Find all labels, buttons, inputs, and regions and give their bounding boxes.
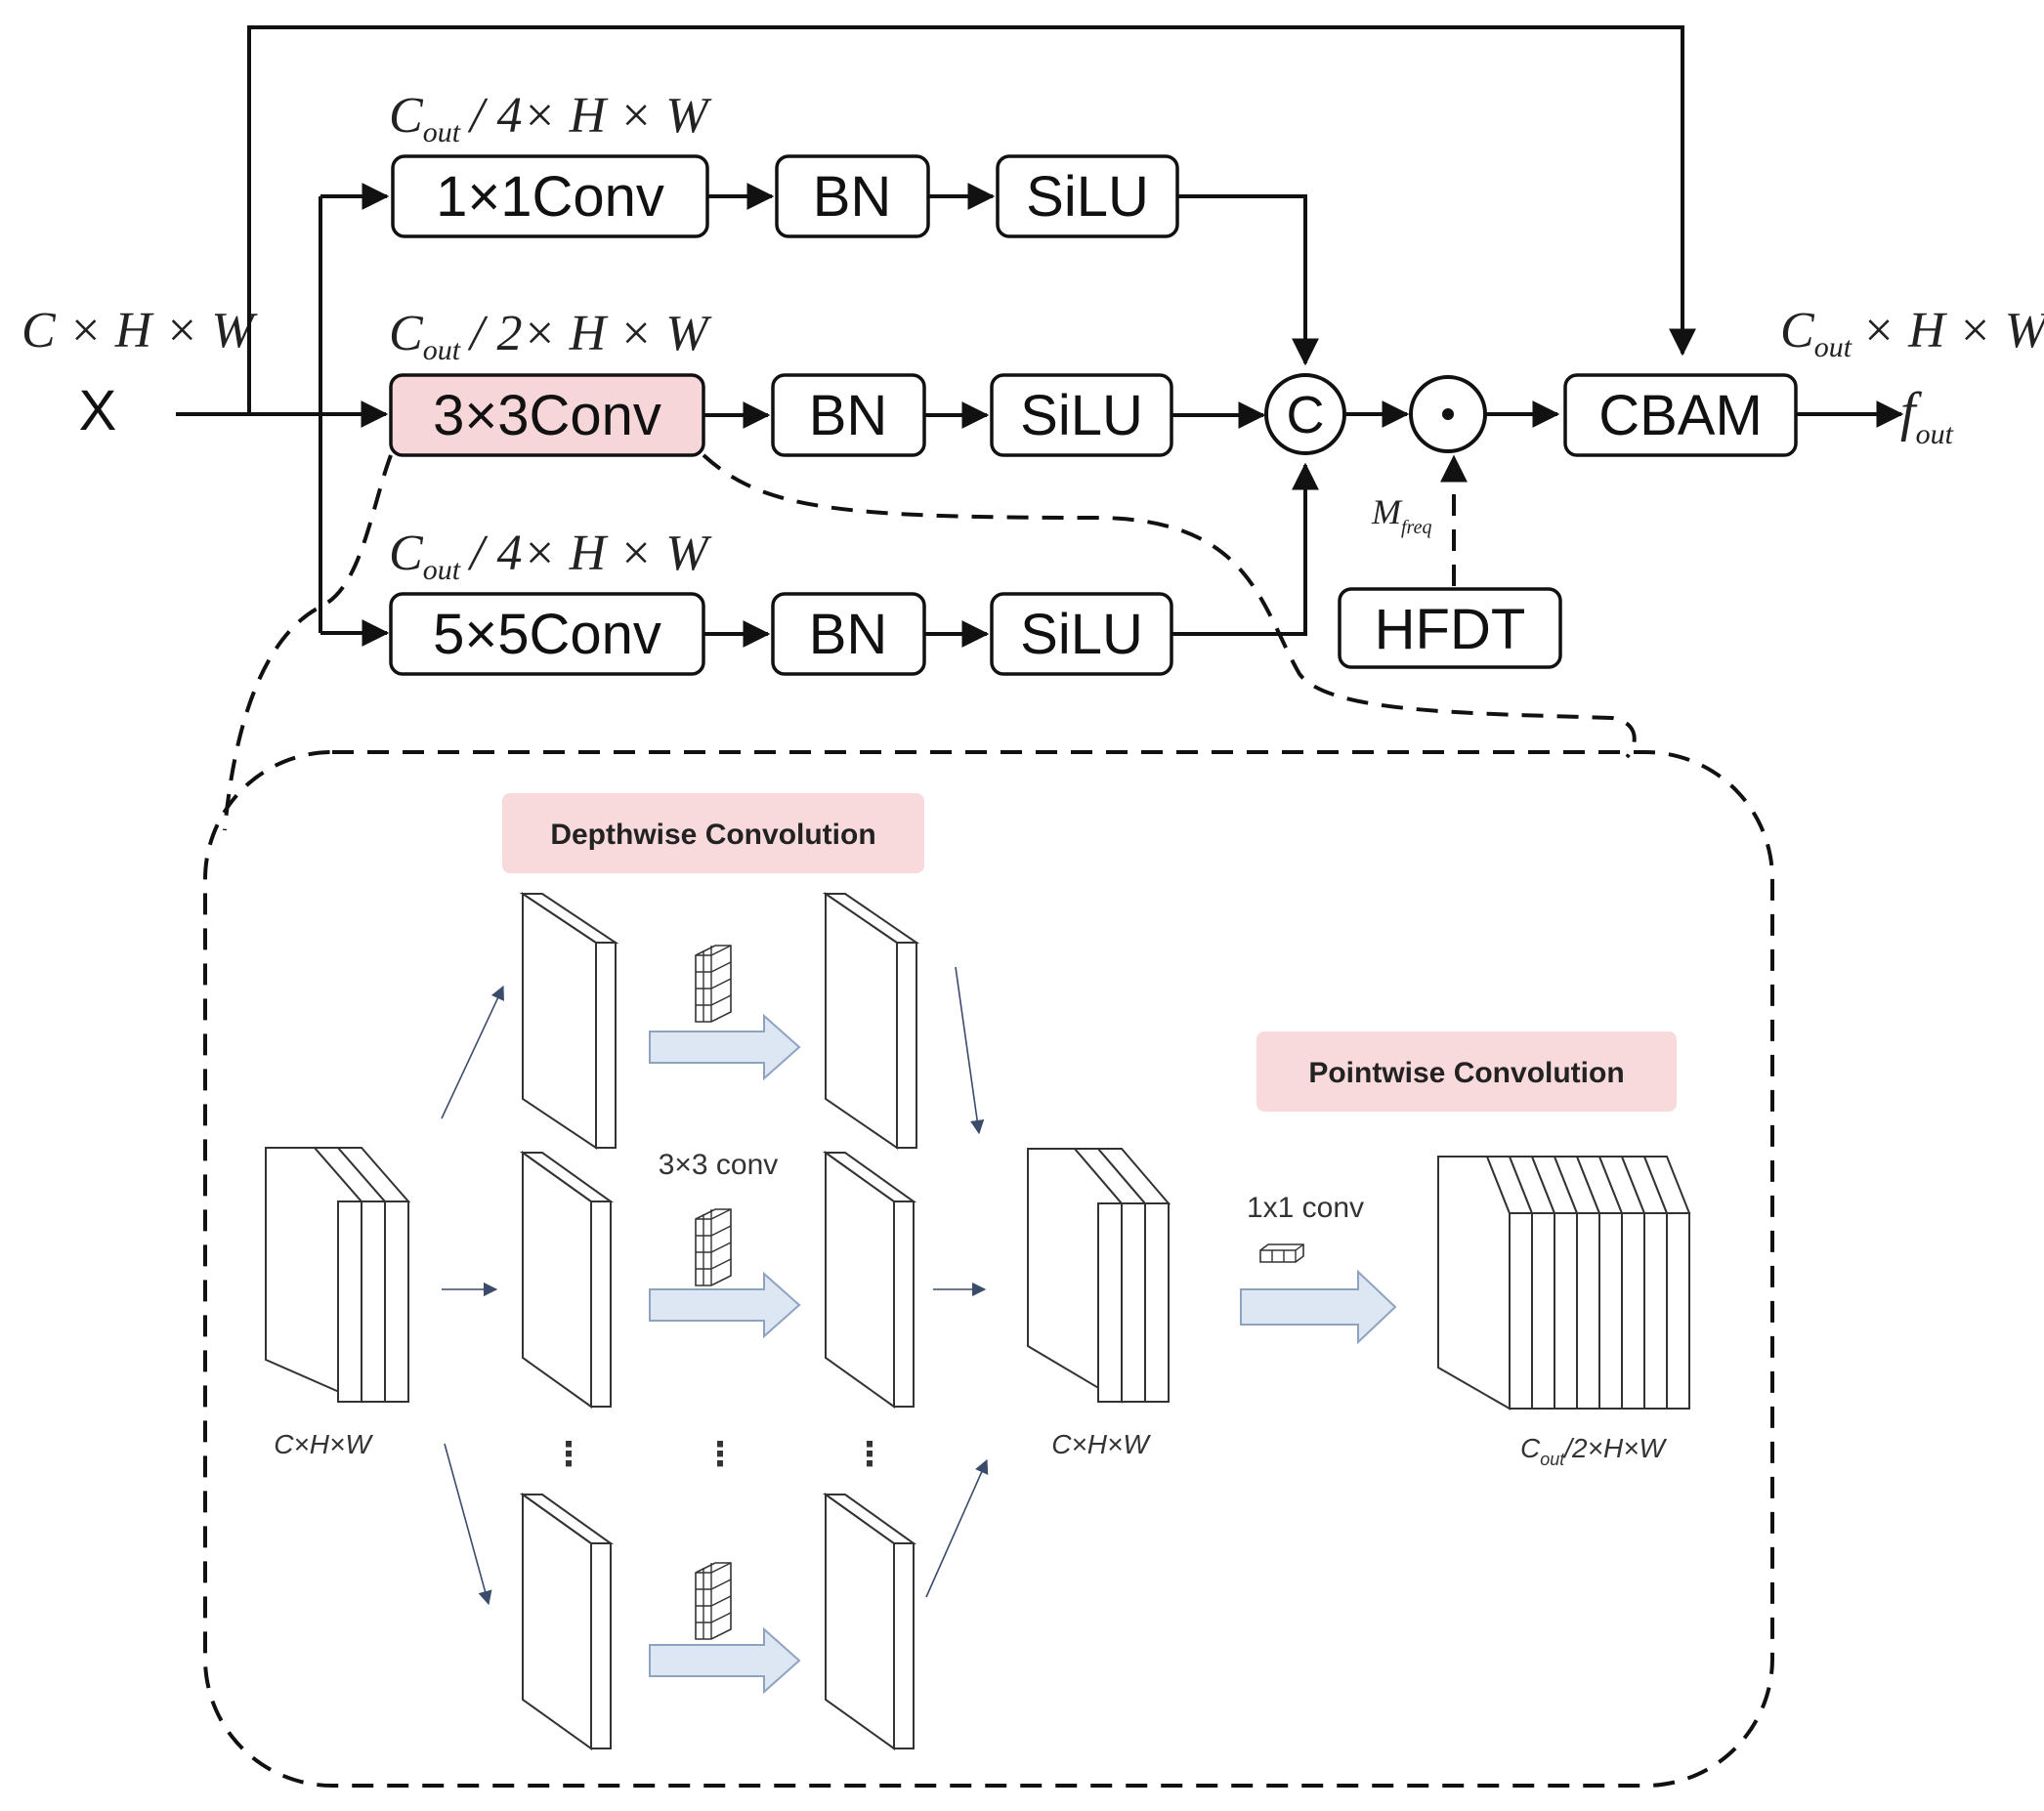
branch-5x5: Cout/ 4× H × W 5×5Conv BN SiLU: [389, 462, 1319, 676]
kernel-icons: [695, 945, 732, 1640]
output-slab-front: [1643, 1212, 1668, 1410]
input-dim-label: C × H × W: [21, 303, 258, 358]
output-slab-front: [1554, 1212, 1578, 1410]
output-symbol: fout: [1900, 382, 1954, 450]
conv-1x1-label: 1×1Conv: [436, 165, 664, 229]
dw-fat-arrow-3: [649, 1626, 801, 1695]
silu-3-label: SiLU: [1020, 603, 1143, 666]
branch-1-dim-label: Cout/ 4× H × W: [389, 88, 712, 148]
pw-kernel-icon: [1259, 1243, 1304, 1263]
dw-fat-arrow-1: [649, 1013, 801, 1081]
dw-fat-arrow-2: [649, 1271, 801, 1339]
main-pipeline: C × H × W X Cout/ 4× H × W 1×1Conv BN Si…: [21, 25, 2044, 676]
branch-3x3: Cout/ 2× H × W 3×3Conv BN SiLU: [389, 306, 1266, 457]
branch-2-dim-label: Cout/ 2× H × W: [389, 306, 712, 366]
output-slab-front: [1666, 1212, 1690, 1410]
vdots-3: ⋮: [853, 1435, 886, 1474]
residual-skip-arrow: [247, 25, 1696, 414]
branch-3-dim-label: Cout/ 4× H × W: [389, 526, 712, 586]
mid-tensor-dim: C×H×W: [1051, 1429, 1151, 1459]
merge-arrow-top: [955, 966, 985, 1135]
cbam-label: CBAM: [1598, 384, 1763, 447]
hfdt-box: [1338, 587, 1562, 669]
silu-2-label: SiLU: [1020, 384, 1143, 447]
output-dim-label: Cout× H × W: [1780, 303, 2044, 363]
vdots-1: ⋮: [552, 1435, 585, 1474]
output-tensor-dim: Cout/2×H×W: [1520, 1433, 1668, 1469]
callout-frame: [203, 750, 1774, 1788]
conv-3x3-label: 3×3Conv: [433, 384, 661, 447]
callout-right-connector: [702, 453, 1637, 759]
arrow-silu-3-to-concat: [1171, 462, 1319, 636]
input-symbol: X: [79, 379, 117, 442]
branch-1x1: Cout/ 4× H × W 1×1Conv BN SiLU: [389, 88, 1319, 366]
callout-left-connector: [223, 454, 393, 831]
output-slab-front: [1509, 1212, 1533, 1410]
output-slab-front: [1621, 1212, 1645, 1410]
output-slab-front: [1598, 1212, 1623, 1410]
pointwise-badge: [1256, 1032, 1677, 1112]
bn-2-label: BN: [809, 384, 888, 447]
mult-dot-icon: [1442, 408, 1454, 420]
depthwise-separable-detail: Depthwise Convolution Pointwise Convolut…: [265, 793, 1691, 1750]
silu-1-label: SiLU: [1026, 165, 1149, 229]
output-slab-front: [1576, 1212, 1600, 1410]
input-tensor-dim: C×H×W: [274, 1429, 373, 1459]
bn-3-label: BN: [809, 603, 888, 666]
pw-fat-arrow: [1240, 1269, 1397, 1345]
conv-5x5-label: 5×5Conv: [433, 603, 661, 666]
pointwise-title: Pointwise Convolution: [1308, 1057, 1624, 1089]
mid-tensor: [1027, 1148, 1171, 1404]
concat-symbol: C: [1287, 386, 1325, 444]
vdots-2: ⋮: [703, 1435, 737, 1474]
output-slab-front: [1531, 1212, 1555, 1410]
pw-kernel-label: 1x1 conv: [1247, 1192, 1364, 1224]
fanout-arrow-bottom: [444, 1443, 492, 1606]
merge-arrow-bottom: [925, 1458, 989, 1598]
dw-output-channels: [822, 892, 920, 1750]
depthwise-badge: [502, 793, 924, 873]
dw-input-channels: [519, 892, 619, 1750]
bn-1-label: BN: [813, 165, 892, 229]
zoom-callout: [203, 453, 1774, 1788]
fanout-arrow-top: [441, 985, 504, 1119]
output-tensor: [1437, 1156, 1691, 1411]
input-tensor: [265, 1147, 411, 1404]
hfdt-label: HFDT: [1375, 598, 1526, 661]
arrow-silu-1-to-concat: [1177, 194, 1319, 366]
mask-label: Mfreq: [1371, 492, 1431, 538]
dw-kernel-label: 3×3 conv: [659, 1149, 779, 1181]
depthwise-title: Depthwise Convolution: [550, 819, 875, 851]
